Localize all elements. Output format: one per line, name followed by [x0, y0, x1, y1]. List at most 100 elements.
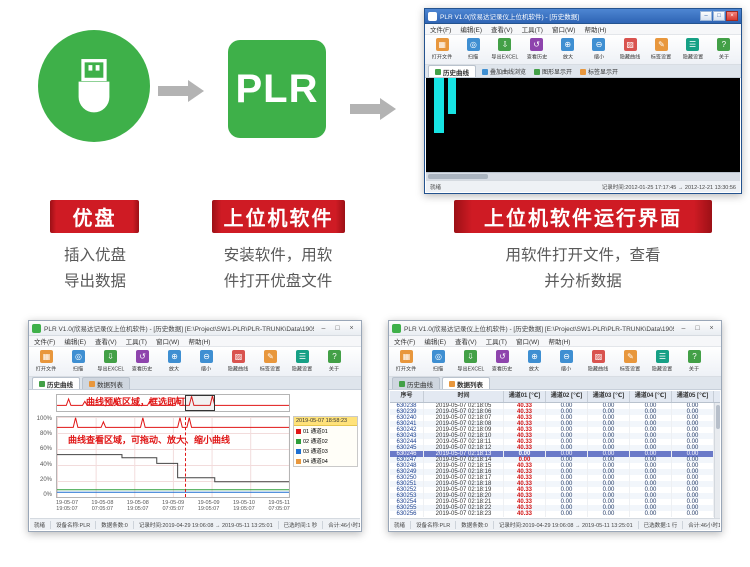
mini-plot-area[interactable] [426, 78, 740, 180]
table-row[interactable]: 630248 2019-05-07 02:18:15 40.33 0.00 0.… [390, 463, 714, 469]
menu-item[interactable]: 查看(V) [490, 27, 513, 34]
table-row[interactable]: 630246 2019-05-07 02:18:13 0.00 0.00 0.0… [390, 451, 714, 457]
toolbar-button[interactable]: ✎ 标签设置 [615, 350, 646, 373]
menu-item[interactable]: 编辑(E) [424, 339, 446, 346]
toolbar-button[interactable]: ✎ 标签设置 [646, 38, 676, 61]
menu-item[interactable]: 工具(T) [125, 339, 147, 346]
menu-item[interactable]: 查看(V) [94, 339, 117, 346]
header-index[interactable]: 序号 [390, 391, 424, 402]
toolbar-button[interactable]: ☰ 隐藏设置 [287, 350, 318, 373]
toolbar-button[interactable]: ⊕ 放大 [553, 38, 583, 61]
horizontal-scrollbar[interactable] [426, 172, 740, 180]
minimize-button[interactable]: – [681, 324, 686, 332]
toolbar-button[interactable]: ▨ 隐藏曲线 [583, 350, 614, 373]
toolbar-button[interactable]: ⊖ 缩小 [584, 38, 614, 61]
table-row[interactable]: 630255 2019-05-07 02:18:22 40.33 0.00 0.… [390, 505, 714, 511]
toolbar-button[interactable]: ? 关于 [709, 38, 739, 61]
toolbar-button[interactable]: ↺ 查看历史 [521, 38, 551, 61]
toolbar-button[interactable]: ⊕ 放大 [159, 350, 190, 373]
toolbar-button[interactable]: ⇩ 导出EXCEL [455, 350, 486, 373]
menu-item[interactable]: 帮助(H) [188, 339, 211, 346]
close-button[interactable]: × [709, 324, 714, 332]
scrollbar-thumb[interactable] [428, 174, 488, 179]
minimize-button[interactable]: – [700, 11, 712, 21]
tab-history-curve[interactable]: 历史曲线 [428, 65, 476, 77]
toolbar-button[interactable]: ▨ 隐藏曲线 [615, 38, 645, 61]
toolbar-button[interactable]: ↺ 查看历史 [127, 350, 158, 373]
toolbar-button[interactable]: ▦ 打开文件 [31, 350, 62, 373]
scrollbar-thumb[interactable] [716, 405, 720, 429]
table-row[interactable]: 630252 2019-05-07 02:18:19 40.33 0.00 0.… [390, 487, 714, 493]
toolbar-button[interactable]: ◎ 扫描 [458, 38, 488, 61]
toolbar-button[interactable]: ⇩ 导出EXCEL [95, 350, 126, 373]
menu-item[interactable]: 编辑(E) [460, 27, 482, 34]
minimize-button[interactable]: – [321, 324, 326, 332]
menu-item[interactable]: 工具(T) [521, 27, 543, 34]
toolbar-button[interactable]: ⊖ 缩小 [551, 350, 582, 373]
vertical-scrollbar[interactable] [714, 403, 720, 518]
menu-item[interactable]: 窗口(W) [551, 27, 576, 34]
tab-history-curve[interactable]: 历史曲线 [32, 377, 80, 389]
toolbar-button[interactable]: ⇩ 导出EXCEL [489, 38, 520, 61]
table-row[interactable]: 630250 2019-05-07 02:18:17 40.33 0.00 0.… [390, 475, 714, 481]
header-ch3[interactable]: 通道03 [℃] [588, 391, 630, 402]
preview-selection[interactable] [184, 395, 215, 411]
maximize-button[interactable]: □ [713, 11, 725, 21]
header-ch1[interactable]: 通道01 [℃] [504, 391, 546, 402]
table-row[interactable]: 630256 2019-05-07 02:18:23 40.33 0.00 0.… [390, 511, 714, 517]
legend-item[interactable]: 04 通道04 [294, 456, 357, 466]
menu-item[interactable]: 查看(V) [454, 339, 477, 346]
menu-item[interactable]: 帮助(H) [584, 27, 607, 34]
toolbar-button[interactable]: ☰ 隐藏设置 [678, 38, 708, 61]
maximize-button[interactable]: □ [335, 324, 340, 332]
curve-plot-area[interactable] [56, 416, 290, 498]
legend-item[interactable]: 01 通道01 [294, 426, 357, 436]
maximize-button[interactable]: □ [695, 324, 700, 332]
table-row[interactable]: 630254 2019-05-07 02:18:21 40.33 0.00 0.… [390, 499, 714, 505]
menu-item[interactable]: 帮助(H) [548, 339, 571, 346]
menu-item[interactable]: 文件(F) [34, 339, 56, 346]
toolbar-button[interactable]: ✎ 标签设置 [255, 350, 286, 373]
header-ch5[interactable]: 通道05 [℃] [672, 391, 714, 402]
view-option-button[interactable]: 图形显示开 [530, 66, 576, 77]
toolbar-button[interactable]: ⊕ 放大 [519, 350, 550, 373]
tab-data-list[interactable]: 数据列表 [442, 377, 490, 389]
toolbar-button[interactable]: ? 关于 [319, 350, 350, 373]
curve-preview-strip[interactable] [56, 394, 290, 412]
view-option-button[interactable]: 标签显示开 [576, 66, 622, 77]
menu-item[interactable]: 工具(T) [485, 339, 507, 346]
toolbar-button[interactable]: ▦ 打开文件 [391, 350, 422, 373]
menu-item[interactable]: 窗口(W) [155, 339, 180, 346]
table-row[interactable]: 630238 2019-05-07 02:18:05 40.33 0.00 0.… [390, 403, 714, 409]
toolbar-button[interactable]: ? 关于 [679, 350, 710, 373]
table-row[interactable]: 630239 2019-05-07 02:18:06 40.33 0.00 0.… [390, 409, 714, 415]
menu-item[interactable]: 文件(F) [394, 339, 416, 346]
table-row[interactable]: 630253 2019-05-07 02:18:20 40.33 0.00 0.… [390, 493, 714, 499]
table-row[interactable]: 630243 2019-05-07 02:18:10 40.33 0.00 0.… [390, 433, 714, 439]
toolbar-button[interactable]: ▦ 打开文件 [427, 38, 457, 61]
table-row[interactable]: 630244 2019-05-07 02:18:11 40.33 0.00 0.… [390, 439, 714, 445]
toolbar-button[interactable]: ▨ 隐藏曲线 [223, 350, 254, 373]
table-row[interactable]: 630245 2019-05-07 02:18:12 40.33 0.00 0.… [390, 445, 714, 451]
menu-item[interactable]: 编辑(E) [64, 339, 86, 346]
toolbar-button[interactable]: ⊖ 缩小 [191, 350, 222, 373]
table-row[interactable]: 630240 2019-05-07 02:18:07 40.33 0.00 0.… [390, 415, 714, 421]
header-ch2[interactable]: 通道02 [℃] [546, 391, 588, 402]
header-ch4[interactable]: 通道04 [℃] [630, 391, 672, 402]
legend-item[interactable]: 02 通道02 [294, 436, 357, 446]
view-option-button[interactable]: 叠加曲线浏览 [478, 66, 530, 77]
table-row[interactable]: 630249 2019-05-07 02:18:16 40.33 0.00 0.… [390, 469, 714, 475]
table-row[interactable]: 630241 2019-05-07 02:18:08 40.33 0.00 0.… [390, 421, 714, 427]
menu-item[interactable]: 窗口(W) [515, 339, 540, 346]
toolbar-button[interactable]: ◎ 扫描 [63, 350, 94, 373]
header-time[interactable]: 时间 [424, 391, 504, 402]
toolbar-button[interactable]: ↺ 查看历史 [487, 350, 518, 373]
close-button[interactable]: × [726, 11, 738, 21]
menu-item[interactable]: 文件(F) [430, 27, 452, 34]
table-row[interactable]: 630247 2019-05-07 02:18:14 0.00 0.00 0.0… [390, 457, 714, 463]
toolbar-button[interactable]: ☰ 隐藏设置 [647, 350, 678, 373]
table-row[interactable]: 630251 2019-05-07 02:18:18 40.33 0.00 0.… [390, 481, 714, 487]
toolbar-button[interactable]: ◎ 扫描 [423, 350, 454, 373]
legend-item[interactable]: 03 通道03 [294, 446, 357, 456]
tab-data-list[interactable]: 数据列表 [82, 377, 130, 389]
